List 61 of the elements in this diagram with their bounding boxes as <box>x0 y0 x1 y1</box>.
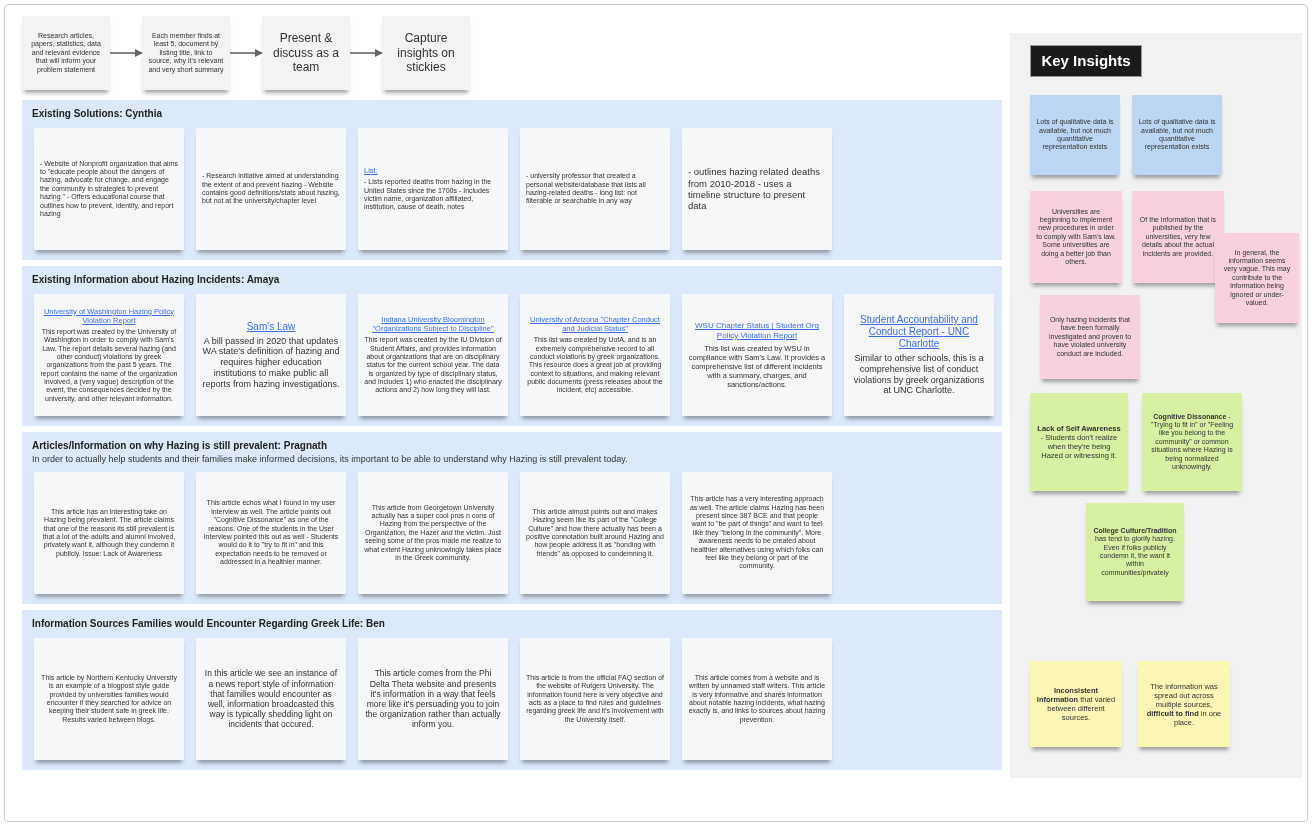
sticky-note <box>34 638 184 760</box>
insights-panel <box>1010 33 1302 778</box>
sticky-note <box>196 638 346 760</box>
sticky-note <box>34 472 184 594</box>
title-text: Key Insights <box>1041 52 1131 70</box>
sticky-note <box>358 638 508 760</box>
sticky-note <box>34 128 184 250</box>
section-heading: Existing Information about Hazing Incidents: Amaya <box>32 274 280 286</box>
sticky-note <box>682 638 832 760</box>
insight-sticky-note <box>1030 191 1122 283</box>
insight-sticky-note <box>1030 661 1122 747</box>
insight-sticky-note <box>1132 191 1224 283</box>
insight-sticky-note <box>1142 393 1242 491</box>
arrow <box>109 49 143 57</box>
arrow <box>229 49 263 57</box>
sticky-note <box>682 294 832 416</box>
sticky-note <box>142 16 230 90</box>
insight-sticky-note <box>1138 661 1230 747</box>
sticky-note <box>358 472 508 594</box>
sticky-note <box>262 16 350 90</box>
section-panel <box>22 100 1002 260</box>
source-link: WSU Chapter Status | Student Org Policy Violation Report <box>694 321 820 341</box>
section-heading: Articles/Information on why Hazing is still prevalent: Pragnath <box>32 440 328 452</box>
note-text: Similar to other schools, this is a comprehensive list of conduct violations by greek organizations at UNC Charlotte. <box>852 352 986 397</box>
sticky-note <box>196 128 346 250</box>
note-text: Present & discuss as a team <box>272 31 340 75</box>
insight-sticky-note <box>1030 95 1120 175</box>
insight-sticky-note <box>1132 95 1222 175</box>
sticky-note <box>196 472 346 594</box>
sticky-note <box>844 294 994 416</box>
sticky-note <box>520 128 670 250</box>
sticky-note <box>358 294 508 416</box>
insight-sticky-note <box>1040 295 1140 379</box>
sticky-note <box>358 128 508 250</box>
sticky-note <box>34 294 184 416</box>
source-link: Sam's Law <box>245 320 297 333</box>
sticky-note <box>520 638 670 760</box>
section-heading: Existing Solutions: Cynthia <box>32 108 162 120</box>
note-text: In this article we see an instance of a news report style of information that families would encounter as well, information broadcasted this way is typically shedding light on incidents that occured. <box>203 668 339 730</box>
source-link: Student Accountability and Conduct Report - UNC Charlotte <box>859 313 979 350</box>
arrow <box>349 49 383 57</box>
sticky-note <box>196 294 346 416</box>
sticky-note <box>520 294 670 416</box>
section-description: In order to actually help students and their families make informed decisions, its important to be able to understand why Hazing is still prevalent today. <box>32 454 628 465</box>
section-panel <box>22 432 1002 604</box>
title-banner <box>1030 45 1142 77</box>
note-text: A bill passed in 2020 that updates WA state's definition of hazing and requires higher education institutions to make public all reports from hazing investigations. <box>202 335 340 390</box>
insight-sticky-note <box>1215 233 1299 323</box>
section-panel <box>22 610 1002 770</box>
section-heading: Information Sources Families would Encounter Regarding Greek Life: Ben <box>32 618 385 630</box>
sticky-note <box>682 472 832 594</box>
note-text: - outlines hazing related deaths from 2010-2018 - uses a timeline structure to present data <box>688 166 822 212</box>
sticky-note <box>382 16 470 90</box>
note-text: This article comes from the Phi Delta Theta website and presents it's information in a way that feels more like it's persuading you to join the organization rather than actually inform you. <box>364 668 502 730</box>
sticky-note <box>682 128 832 250</box>
sticky-note <box>22 16 110 90</box>
insight-sticky-note <box>1086 503 1184 601</box>
note-text: Capture insights on stickies <box>396 31 456 75</box>
section-panel <box>22 266 1002 426</box>
sticky-note <box>520 472 670 594</box>
insight-sticky-note <box>1030 393 1128 491</box>
